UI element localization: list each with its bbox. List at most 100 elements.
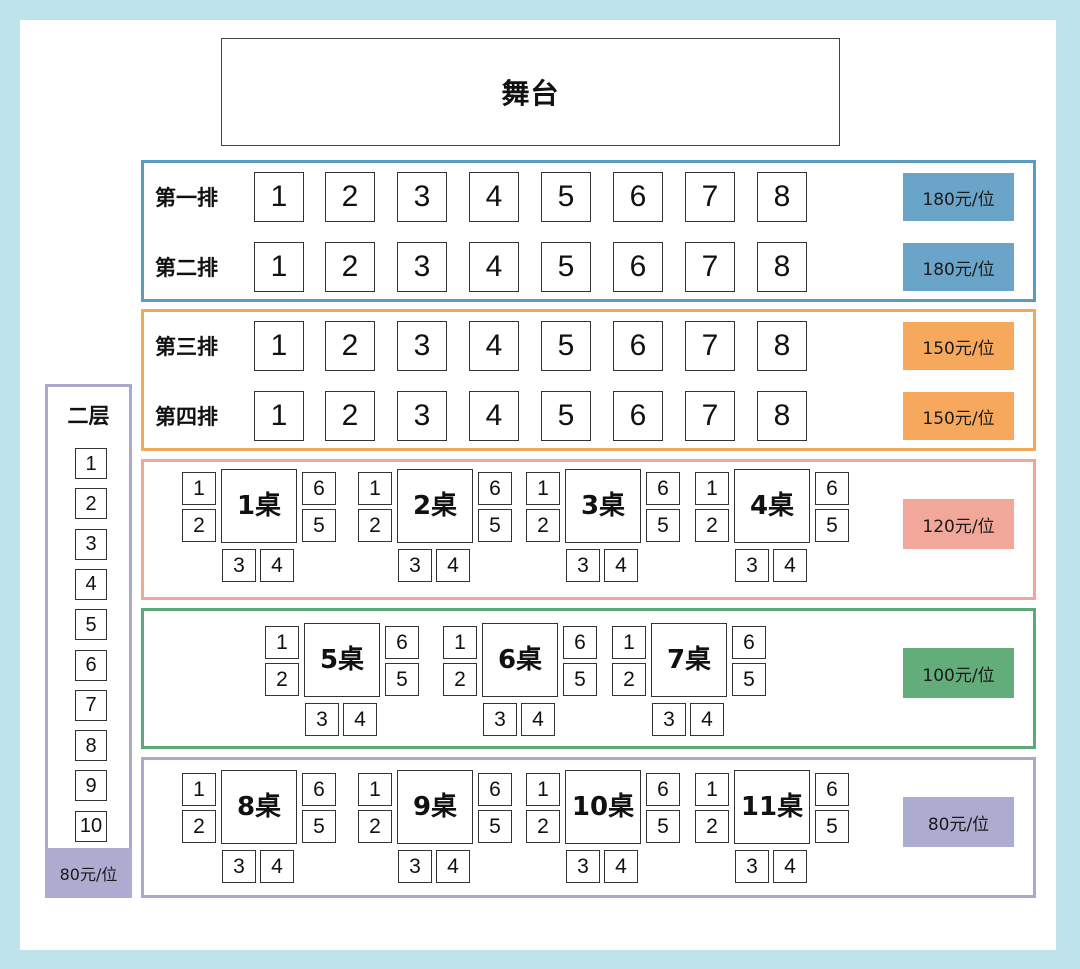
seat[interactable]: 3	[397, 321, 447, 371]
seat[interactable]: 7	[685, 172, 735, 222]
table[interactable]: 11桌	[734, 770, 810, 844]
table[interactable]: 1桌	[221, 469, 297, 543]
chair[interactable]: 4	[436, 549, 470, 582]
chair[interactable]: 6	[563, 626, 597, 659]
chair[interactable]: 2	[695, 810, 729, 843]
chair[interactable]: 2	[612, 663, 646, 696]
seat[interactable]: 3	[397, 391, 447, 441]
table[interactable]: 10桌	[565, 770, 641, 844]
seat[interactable]: 2	[325, 321, 375, 371]
chair[interactable]: 1	[443, 626, 477, 659]
second-floor-seat[interactable]: 10	[75, 810, 107, 842]
chair[interactable]: 3	[735, 549, 769, 582]
chair[interactable]: 4	[604, 850, 638, 883]
chair[interactable]: 6	[302, 773, 336, 806]
chair[interactable]: 3	[566, 850, 600, 883]
table[interactable]: 9桌	[397, 770, 473, 844]
seat[interactable]: 1	[254, 172, 304, 222]
chair[interactable]: 1	[695, 773, 729, 806]
chair[interactable]: 5	[478, 509, 512, 542]
seat[interactable]: 7	[685, 391, 735, 441]
chair[interactable]: 5	[646, 509, 680, 542]
seat[interactable]: 8	[757, 172, 807, 222]
chair[interactable]: 1	[526, 773, 560, 806]
chair[interactable]: 3	[398, 850, 432, 883]
chair[interactable]: 1	[695, 472, 729, 505]
chair[interactable]: 3	[735, 850, 769, 883]
seat[interactable]: 4	[469, 242, 519, 292]
chair[interactable]: 4	[343, 703, 377, 736]
seat[interactable]: 7	[685, 321, 735, 371]
chair[interactable]: 1	[358, 472, 392, 505]
table[interactable]: 3桌	[565, 469, 641, 543]
chair[interactable]: 3	[398, 549, 432, 582]
second-floor-seat[interactable]: 5	[75, 609, 107, 641]
seat[interactable]: 4	[469, 391, 519, 441]
chair[interactable]: 1	[182, 773, 216, 806]
second-floor-seat[interactable]: 1	[75, 448, 107, 479]
second-floor-seat[interactable]: 4	[75, 568, 107, 600]
chair[interactable]: 5	[478, 810, 512, 843]
chair[interactable]: 3	[305, 703, 339, 736]
chair[interactable]: 1	[358, 773, 392, 806]
chair[interactable]: 2	[182, 509, 216, 542]
chair[interactable]: 3	[222, 850, 256, 883]
seat[interactable]: 6	[613, 391, 663, 441]
chair[interactable]: 6	[646, 773, 680, 806]
seat[interactable]: 6	[613, 321, 663, 371]
seat[interactable]: 4	[469, 172, 519, 222]
chair[interactable]: 5	[815, 810, 849, 843]
chair[interactable]: 5	[732, 663, 766, 696]
seat[interactable]: 5	[541, 172, 591, 222]
chair[interactable]: 6	[815, 472, 849, 505]
table[interactable]: 4桌	[734, 469, 810, 543]
chair[interactable]: 4	[260, 850, 294, 883]
seat[interactable]: 5	[541, 242, 591, 292]
seat[interactable]: 6	[613, 242, 663, 292]
chair[interactable]: 4	[521, 703, 555, 736]
chair[interactable]: 4	[260, 549, 294, 582]
chair[interactable]: 6	[732, 626, 766, 659]
seat[interactable]: 4	[469, 321, 519, 371]
chair[interactable]: 5	[302, 810, 336, 843]
chair[interactable]: 3	[483, 703, 517, 736]
second-floor-seat[interactable]: 3	[75, 528, 107, 560]
chair[interactable]: 2	[265, 663, 299, 696]
second-floor-seat[interactable]: 6	[75, 649, 107, 681]
chair[interactable]: 4	[436, 850, 470, 883]
seat[interactable]: 1	[254, 242, 304, 292]
chair[interactable]: 2	[358, 509, 392, 542]
second-floor-seat[interactable]: 8	[75, 730, 107, 762]
chair[interactable]: 6	[385, 626, 419, 659]
seat[interactable]: 8	[757, 242, 807, 292]
chair[interactable]: 1	[612, 626, 646, 659]
chair[interactable]: 5	[646, 810, 680, 843]
chair[interactable]: 5	[815, 509, 849, 542]
chair[interactable]: 3	[566, 549, 600, 582]
second-floor-seat[interactable]: 7	[75, 689, 107, 721]
seat[interactable]: 6	[613, 172, 663, 222]
chair[interactable]: 4	[604, 549, 638, 582]
seat[interactable]: 2	[325, 172, 375, 222]
table[interactable]: 8桌	[221, 770, 297, 844]
chair[interactable]: 6	[815, 773, 849, 806]
seat[interactable]: 2	[325, 242, 375, 292]
chair[interactable]: 4	[773, 850, 807, 883]
chair[interactable]: 4	[690, 703, 724, 736]
chair[interactable]: 2	[695, 509, 729, 542]
chair[interactable]: 1	[526, 472, 560, 505]
chair[interactable]: 2	[182, 810, 216, 843]
table[interactable]: 5桌	[304, 623, 380, 697]
chair[interactable]: 3	[652, 703, 686, 736]
seat[interactable]: 5	[541, 321, 591, 371]
seat[interactable]: 8	[757, 321, 807, 371]
chair[interactable]: 1	[182, 472, 216, 505]
table[interactable]: 7桌	[651, 623, 727, 697]
chair[interactable]: 6	[478, 472, 512, 505]
chair[interactable]: 1	[265, 626, 299, 659]
table[interactable]: 6桌	[482, 623, 558, 697]
second-floor-seat[interactable]: 2	[75, 488, 107, 520]
chair[interactable]: 2	[526, 509, 560, 542]
chair[interactable]: 5	[563, 663, 597, 696]
seat[interactable]: 7	[685, 242, 735, 292]
